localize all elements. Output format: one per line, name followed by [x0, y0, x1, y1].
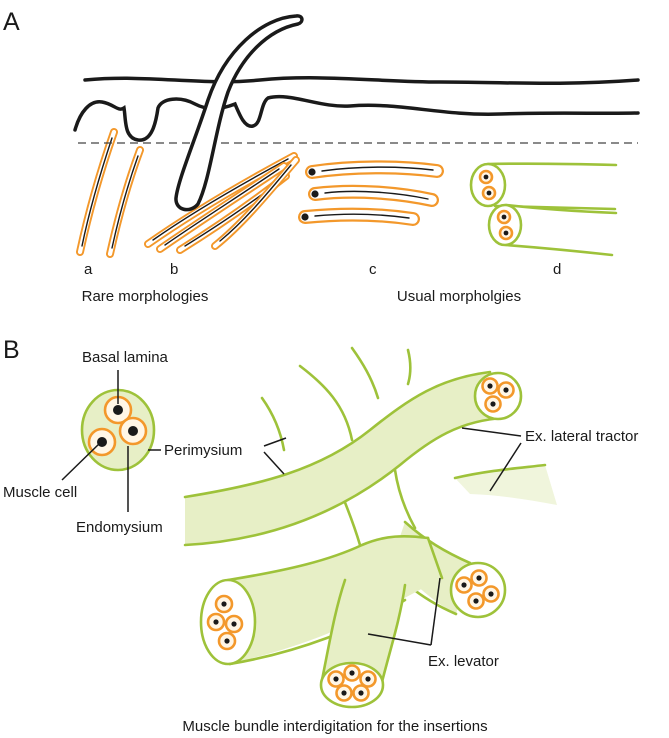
cross-section-levator-right — [449, 561, 507, 619]
perimysium-label: Perimysium — [164, 442, 242, 459]
sublabel-a: a — [84, 261, 93, 278]
levator-label: Ex. levator — [428, 653, 499, 670]
endomysium-label: Endomysium — [76, 519, 163, 536]
panel-b-label: B — [3, 336, 20, 364]
fibers-b — [144, 152, 300, 254]
dermal-epidermal-junction — [73, 94, 640, 142]
panel-b-caption: Muscle bundle interdigitation for the in… — [182, 718, 487, 735]
cross-section-levator-bottom — [319, 661, 385, 709]
cross-section-lateral-tractor — [473, 371, 523, 421]
muscle-cell-label: Muscle cell — [3, 484, 77, 501]
basal-lamina-label: Basal lamina — [82, 349, 169, 366]
lateral-tractor-leader-lower — [489, 442, 522, 492]
sublabel-d: d — [553, 261, 561, 278]
sublabel-c: c — [369, 261, 377, 278]
usual-morphologies-caption: Usual morpholgies — [397, 288, 521, 305]
lateral-tractor-leader-upper — [461, 427, 522, 437]
perimysium-leader-upper — [263, 437, 287, 447]
fibers-c — [298, 160, 444, 226]
fibers-a — [76, 128, 144, 258]
bundles-d — [469, 162, 618, 257]
perimysium-leader-lower — [263, 451, 285, 475]
lateral-tractor-bundle-secondary — [453, 463, 557, 505]
cross-section-levator-left — [199, 578, 257, 666]
rare-morphologies-caption: Rare morphologies — [82, 288, 209, 305]
sublabel-b: b — [170, 261, 178, 278]
bundle-cross-section-legend — [80, 388, 156, 472]
levator-leader-lower — [367, 633, 432, 646]
panel-a-label: A — [3, 8, 20, 36]
background-fibers — [260, 346, 417, 547]
lateral-tractor-label: Ex. lateral tractor — [525, 428, 638, 445]
lateral-tractor-bundle-main — [183, 370, 507, 547]
hair-follicle-icon — [174, 14, 304, 212]
muscle-cell-leader — [61, 441, 102, 481]
levator-bundle-bottom — [320, 578, 407, 684]
skin-surface-line — [83, 76, 640, 86]
levator-leader-upper — [430, 577, 441, 646]
